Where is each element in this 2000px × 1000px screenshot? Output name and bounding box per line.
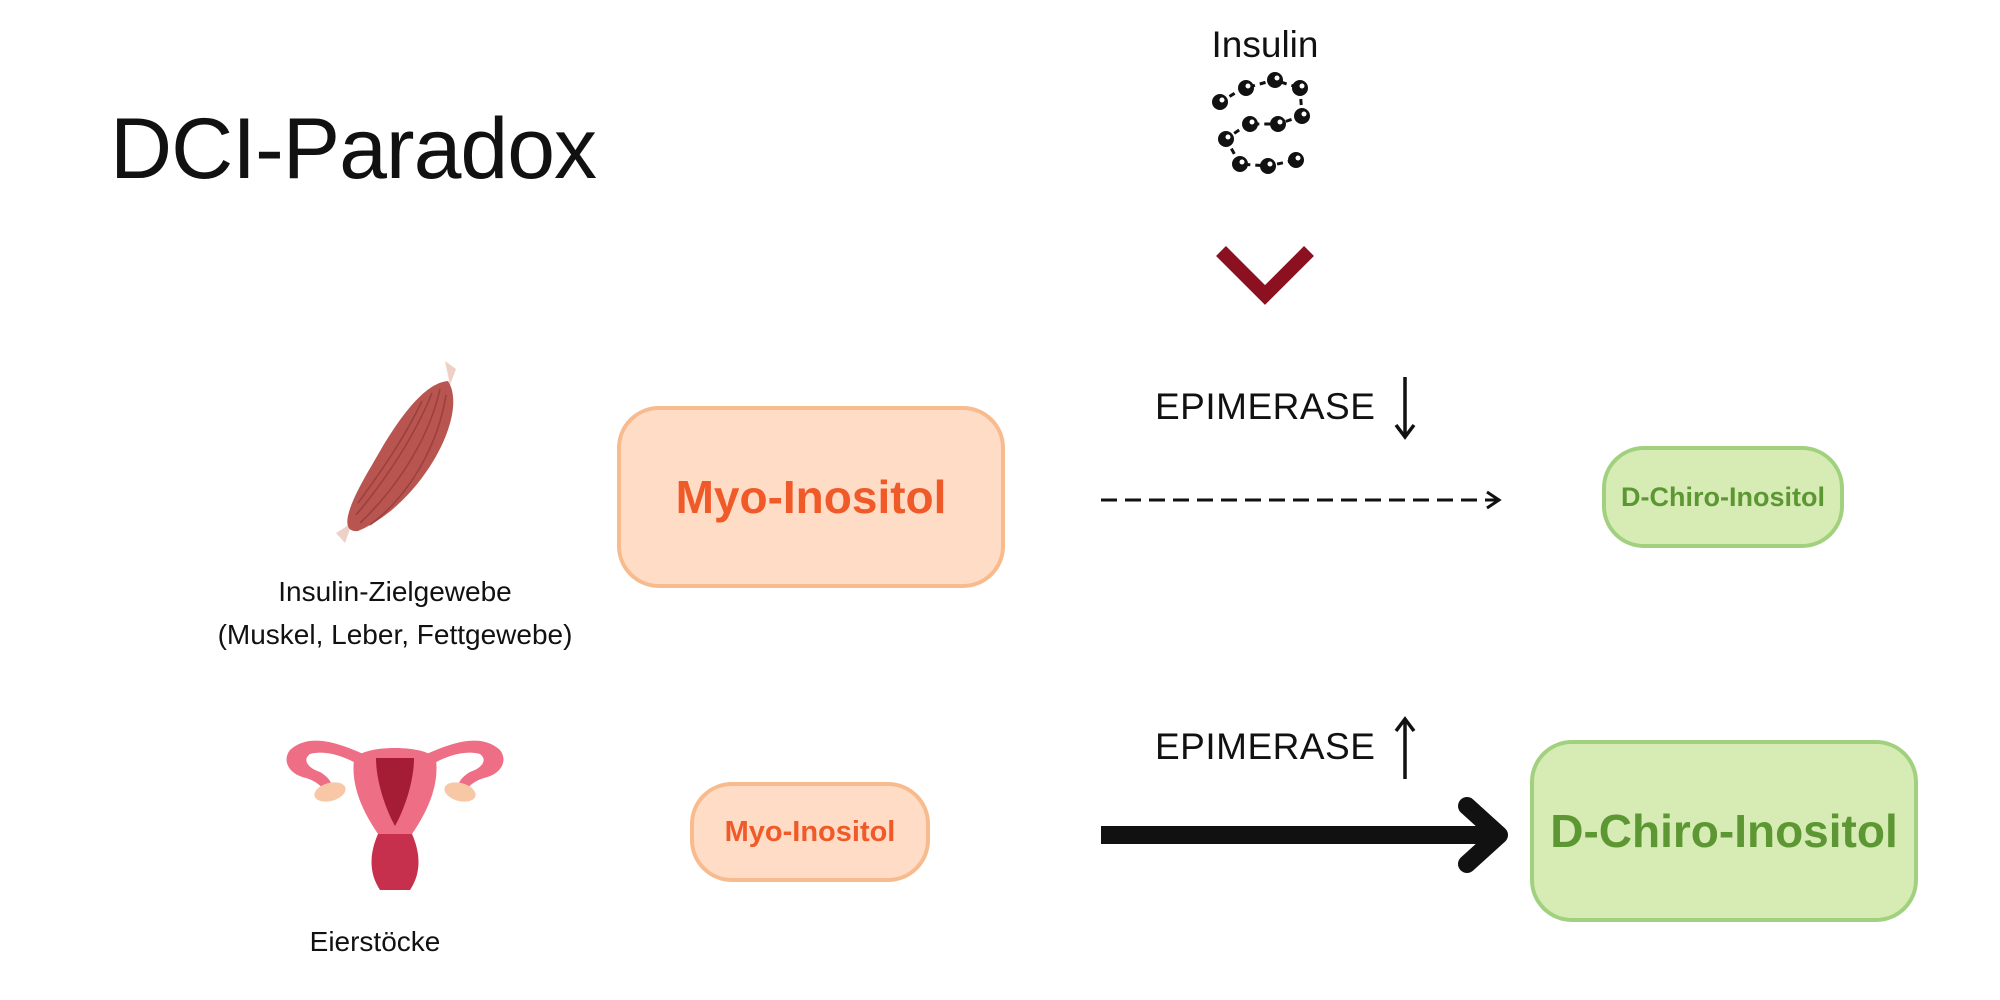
d-chiro-inositol-box-bottom: D-Chiro-Inositol: [1530, 740, 1918, 922]
d-chiro-inositol-box-top: D-Chiro-Inositol: [1602, 446, 1844, 548]
myo-inositol-box-bottom: Myo-Inositol: [690, 782, 930, 882]
epimerase-label-bottom: EPIMERASE: [1155, 726, 1376, 767]
arrow-down-icon: [1394, 377, 1416, 440]
insulin-label: Insulin: [1211, 24, 1319, 65]
ovary-uterus-icon: [286, 740, 504, 890]
ovary-caption: Eierstöcke: [309, 926, 441, 957]
tissue-caption-line1: Insulin-Zielgewebe: [278, 576, 512, 607]
arrow-up-icon: [1394, 716, 1416, 779]
page-title: DCI-Paradox: [110, 101, 597, 197]
muscle-icon: [336, 361, 456, 543]
epimerase-label-top: EPIMERASE: [1155, 386, 1376, 427]
tissue-caption: Insulin-Zielgewebe (Muskel, Leber, Fettg…: [170, 570, 620, 656]
conversion-arrow-solid: [1101, 797, 1508, 873]
conversion-arrow-dashed: [1101, 490, 1502, 510]
tissue-caption-line2: (Muskel, Leber, Fettgewebe): [217, 619, 573, 650]
insulin-molecule-icon: [1212, 72, 1310, 174]
myo-inositol-box-top: Myo-Inositol: [617, 406, 1005, 588]
chevron-down-icon: [1216, 246, 1314, 305]
